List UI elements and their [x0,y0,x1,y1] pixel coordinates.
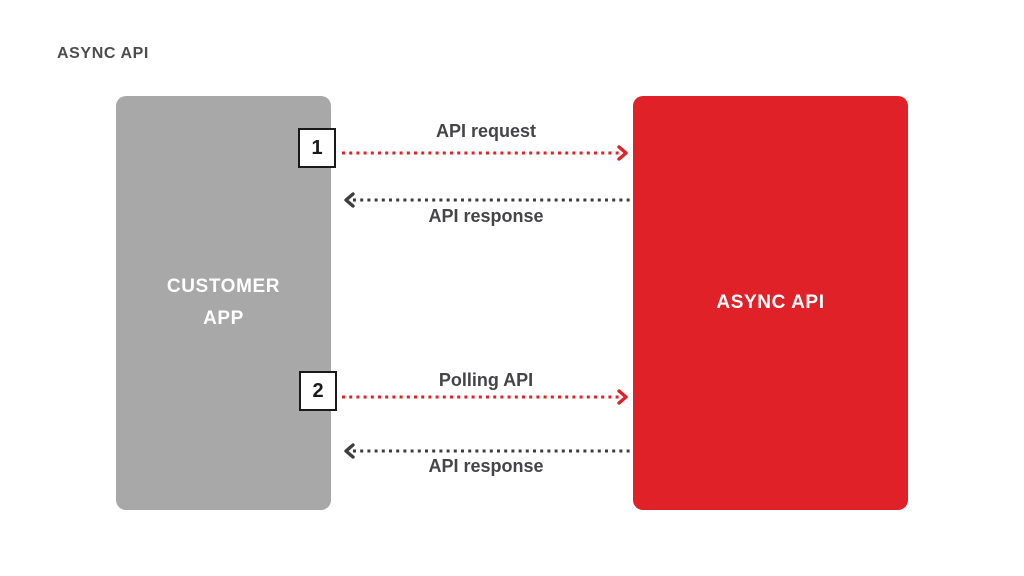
flow-label-api-request: API request [435,121,537,141]
node-async-api: ASYNC API [633,96,908,510]
arrow-api-response-1 [344,192,630,208]
async-api-label: ASYNC API [716,292,825,313]
customer-app-label-line1: CUSTOMER [166,276,281,297]
step-box-2: 2 [299,371,337,411]
arrowhead-left-icon [344,192,355,208]
arrowhead-left-icon [344,443,355,459]
node-customer-app: CUSTOMER APP [116,96,331,510]
flow-label-polling-api: Polling API [438,370,534,390]
customer-app-label: CUSTOMER APP [167,271,280,335]
arrow-api-response-2 [344,443,630,459]
arrow-polling-api [342,389,628,405]
arrowhead-right-icon [617,389,628,405]
flow-label-api-response-2: API response [428,456,544,476]
customer-app-label-line2: APP [203,308,244,329]
diagram-title: ASYNC API [57,45,149,62]
arrowhead-right-icon [617,145,628,161]
step-box-1: 1 [298,128,336,168]
flow-label-api-response-1: API response [428,206,544,226]
arrow-api-request [342,145,628,161]
